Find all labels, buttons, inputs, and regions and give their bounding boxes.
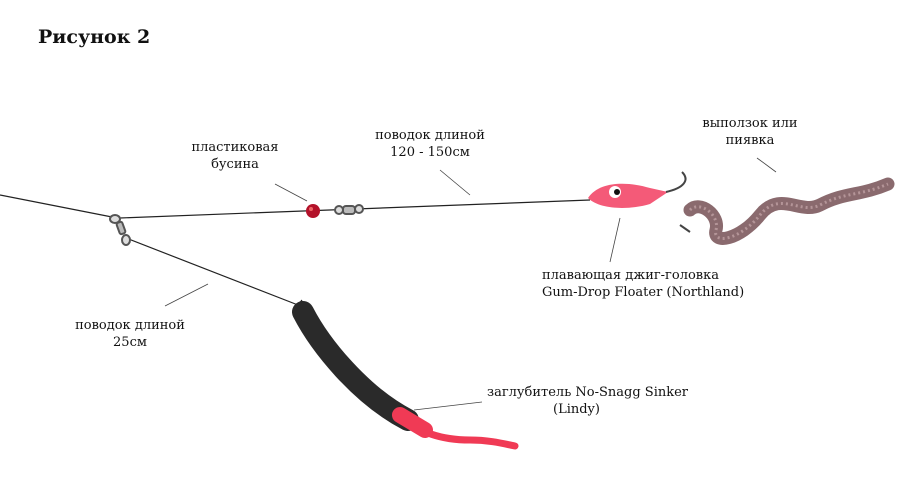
short-leader-line xyxy=(125,237,299,306)
label-line: поводок длиной xyxy=(375,128,485,143)
main-line xyxy=(0,194,113,218)
label-line: плавающая джиг-головка xyxy=(542,268,719,283)
bead-label: пластиковая бусина xyxy=(190,139,280,173)
label-line: бусина xyxy=(211,157,259,172)
label-line: выползок или xyxy=(702,116,798,131)
jig-head xyxy=(588,171,691,233)
long-leader-label: поводок длиной 120 - 150см xyxy=(365,127,495,161)
three-way-swivel xyxy=(109,214,131,246)
short-leader-label: поводок длиной 25см xyxy=(65,317,195,351)
pointer-lines xyxy=(164,157,777,411)
sinker-body xyxy=(292,301,419,431)
label-line: (Lindy) xyxy=(553,402,600,417)
label-line: 25см xyxy=(113,335,147,350)
label-line: пиявка xyxy=(725,133,775,148)
plastic-bead xyxy=(306,204,320,218)
figure-title: Рисунок 2 xyxy=(38,26,151,48)
sinker-label: заглубитель No-Snagg Sinker (Lindy) xyxy=(487,384,688,418)
hook xyxy=(665,171,687,193)
jig-head-label: плавающая джиг-головка Gum-Drop Floater … xyxy=(542,267,744,301)
label-line: 120 - 150см xyxy=(390,145,470,160)
worm-label: выползок или пиявка xyxy=(690,115,810,149)
label-line: заглубитель No-Snagg Sinker xyxy=(487,385,689,400)
label-line: Gum-Drop Floater (Northland) xyxy=(542,285,745,300)
label-line: поводок длиной xyxy=(75,318,185,333)
label-line: пластиковая xyxy=(191,140,279,155)
swivel xyxy=(334,204,364,215)
